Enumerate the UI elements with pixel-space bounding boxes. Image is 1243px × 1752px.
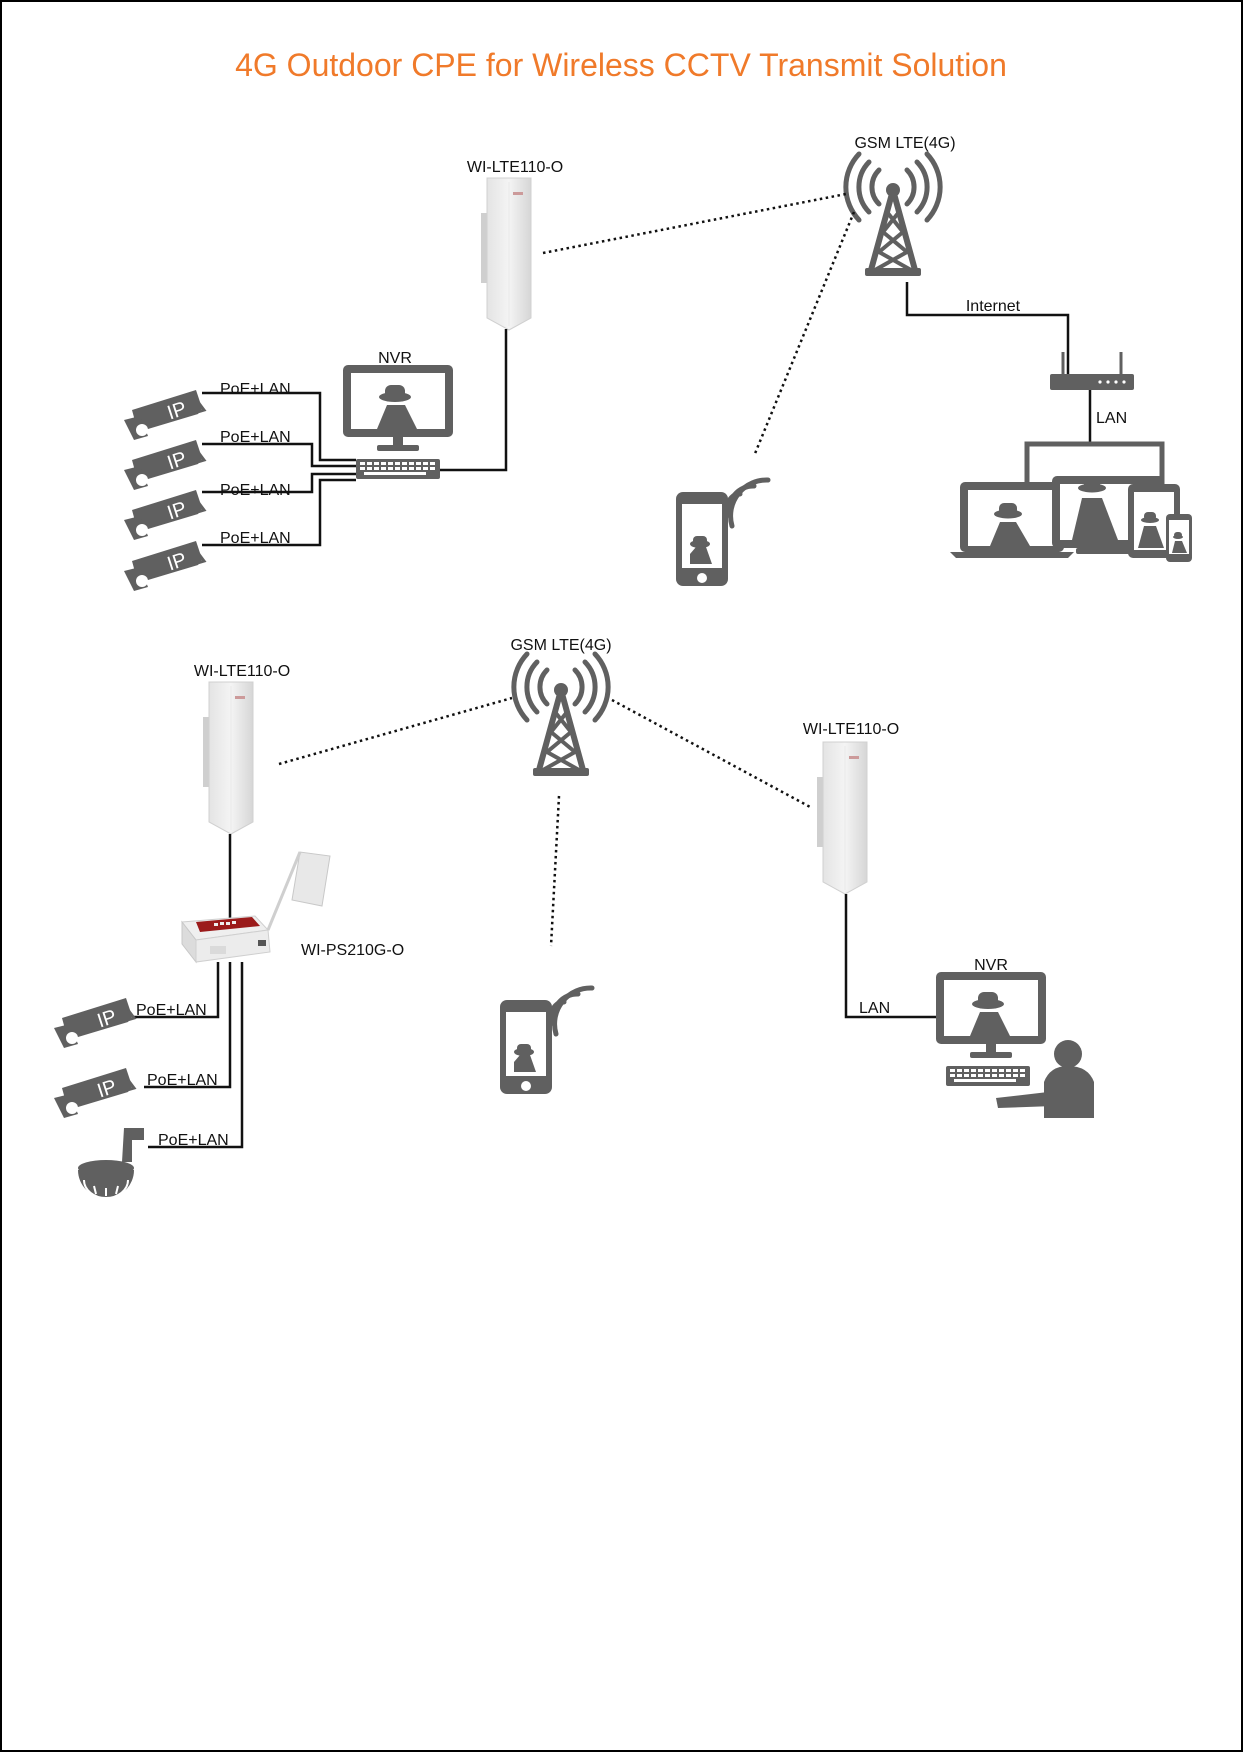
cpe-unit xyxy=(816,741,868,895)
operator-person-icon xyxy=(996,1040,1094,1118)
internet-label: Internet xyxy=(966,298,1021,315)
diagram-title: 4G Outdoor CPE for Wireless CCTV Transmi… xyxy=(235,47,1007,83)
nvr-monitor-icon xyxy=(936,972,1046,1058)
phone-icon xyxy=(1166,514,1192,562)
scene-2: WI-LTE110-O GSM LTE(4G) WI-LTE110-O WI-P… xyxy=(52,637,1094,1199)
nvr-recorder-icon xyxy=(356,459,440,479)
cpe-label: WI-LTE110-O xyxy=(467,159,563,176)
laptop-icon xyxy=(950,482,1074,558)
internet-link xyxy=(905,282,1070,376)
camera-link-label: PoE+LAN xyxy=(136,1002,207,1019)
camera-link-label: PoE+LAN xyxy=(158,1132,229,1149)
lan-label: LAN xyxy=(1096,410,1127,427)
camera-link-labels: PoE+LAN PoE+LAN PoE+LAN PoE+LAN xyxy=(220,381,291,547)
camera-link-label: PoE+LAN xyxy=(220,429,291,446)
wireless-link xyxy=(611,698,813,810)
wireless-link xyxy=(542,192,847,255)
camera-link-label: PoE+LAN xyxy=(147,1072,218,1089)
wireless-link xyxy=(549,795,561,947)
smartphone-icon xyxy=(676,480,768,586)
lan-label: LAN xyxy=(859,1000,890,1017)
ptz-dome-camera-icon xyxy=(77,1127,145,1199)
cpe-label: WI-LTE110-O xyxy=(803,721,899,738)
ip-camera: IP xyxy=(122,539,206,593)
tower-label: GSM LTE(4G) xyxy=(510,637,611,654)
poe-switch-icon xyxy=(181,851,331,964)
camera-wiring xyxy=(202,391,356,547)
nvr-label: NVR xyxy=(974,957,1008,974)
camera-wiring xyxy=(134,962,244,1149)
keyboard-icon xyxy=(946,1066,1030,1086)
tower-label: GSM LTE(4G) xyxy=(854,135,955,152)
scene-1: WI-LTE110-O GSM LTE(4G) Internet LAN xyxy=(122,135,1192,593)
cell-tower-icon xyxy=(846,154,940,276)
camera-link-labels: PoE+LAN PoE+LAN PoE+LAN xyxy=(136,1002,229,1149)
wireless-link xyxy=(278,696,513,766)
client-devices xyxy=(950,441,1192,562)
cpe-unit xyxy=(480,177,532,331)
cell-tower-icon xyxy=(514,654,608,776)
wireless-link xyxy=(752,211,856,457)
cpe-label: WI-LTE110-O xyxy=(194,663,290,680)
camera-link-label: PoE+LAN xyxy=(220,482,291,499)
smartphone-icon xyxy=(500,988,592,1094)
nvr-monitor-icon xyxy=(343,365,453,451)
ip-camera: IP xyxy=(52,1066,136,1120)
ip-camera: IP xyxy=(122,438,206,492)
switch-label: WI-PS210G-O xyxy=(301,942,404,959)
router-icon xyxy=(1050,352,1134,390)
ip-camera: IP xyxy=(122,488,206,542)
ip-camera: IP xyxy=(52,996,136,1050)
cpe-nvr-link xyxy=(844,894,938,1019)
cpe-unit xyxy=(202,681,254,835)
ip-camera: IP xyxy=(122,388,206,442)
camera-link-label: PoE+LAN xyxy=(220,381,291,398)
nvr-label: NVR xyxy=(378,350,412,367)
cpe-nvr-link xyxy=(440,329,508,472)
camera-link-label: PoE+LAN xyxy=(220,530,291,547)
